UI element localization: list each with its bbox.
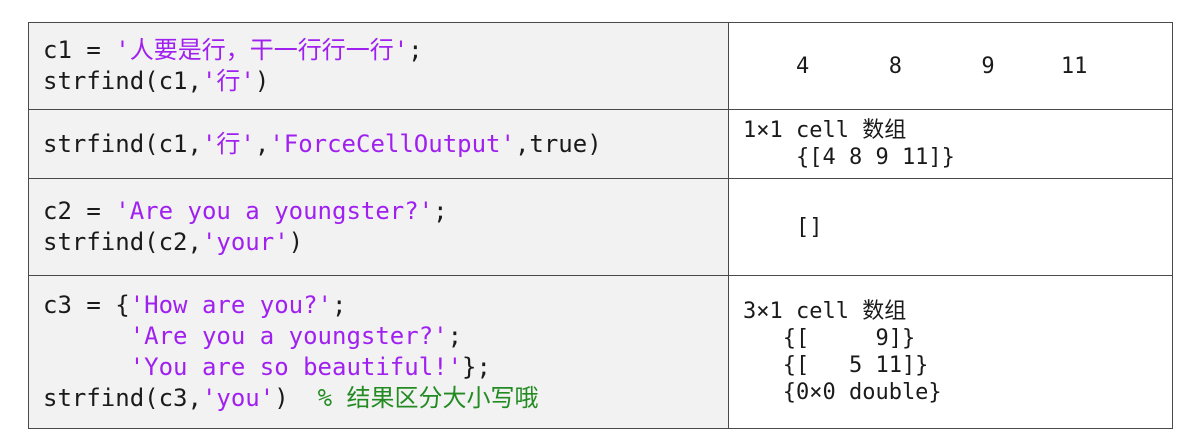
output-cell: 3×1 cell 数组 {[ 9]} {[ 5 11]} {0×0 double… [728, 275, 1173, 429]
table-body: c1 = '人要是行，干一行行一行';strfind(c1,'行') 4 8 9… [28, 22, 1173, 429]
code-token: ) [274, 384, 318, 412]
code-token: ; [332, 291, 347, 319]
table-row: c1 = '人要是行，干一行行一行';strfind(c1,'行') 4 8 9… [28, 22, 1173, 110]
output-block: 1×1 cell 数组 {[4 8 9 11]} [743, 117, 1172, 171]
output-line: [] [743, 214, 823, 240]
code-token: ; [433, 197, 448, 225]
code-token: ) [254, 67, 270, 95]
code-line: strfind(c1,'行','ForceCellOutput',true) [43, 129, 728, 160]
code-line: strfind(c3,'you') % 结果区分大小写哦 [43, 383, 728, 414]
string-literal: 'Are you a youngster?' [129, 322, 448, 350]
code-token: c1 = [43, 36, 116, 64]
code-token: ; [408, 36, 423, 64]
code-line: c2 = 'Are you a youngster?'; [43, 196, 728, 227]
code-token: strfind(c2, [43, 228, 202, 256]
code-token: strfind(c3, [43, 384, 202, 412]
output-block: 4 8 9 11 [743, 53, 1172, 80]
output-line: 3×1 cell 数组 [743, 299, 907, 324]
table-row: strfind(c1,'行','ForceCellOutput',true) 1… [28, 109, 1173, 179]
output-line: {0×0 double} [743, 380, 942, 405]
code-token: , [254, 129, 270, 158]
string-literal: 'you' [201, 384, 275, 412]
output-line: 1×1 cell 数组 [743, 118, 907, 143]
code-example-table-container: c1 = '人要是行，干一行行一行';strfind(c1,'行') 4 8 9… [28, 22, 1173, 430]
code-line: c3 = {'How are you?'; [43, 290, 728, 321]
table-row: c3 = {'How are you?'; 'Are you a youngst… [28, 275, 1173, 429]
code-token: ) [288, 228, 304, 256]
code-block: strfind(c1,'行','ForceCellOutput',true) [43, 129, 728, 160]
code-comment: % 结果区分大小写哦 [317, 384, 539, 412]
string-literal: 'You are so beautiful!' [129, 353, 463, 381]
code-example-table: c1 = '人要是行，干一行行一行';strfind(c1,'行') 4 8 9… [28, 22, 1173, 429]
code-cell: strfind(c1,'行','ForceCellOutput',true) [28, 109, 729, 179]
code-block: c3 = {'How are you?'; 'Are you a youngst… [43, 290, 728, 414]
code-line: strfind(c2,'your') [43, 227, 728, 258]
code-cell: c3 = {'How are you?'; 'Are you a youngst… [28, 275, 729, 429]
code-line: strfind(c1,'行') [43, 66, 728, 97]
output-line: {[4 8 9 11]} [743, 145, 955, 170]
table-row: c2 = 'Are you a youngster?';strfind(c2,'… [28, 178, 1173, 276]
code-token: strfind(c1, [43, 67, 202, 95]
output-cell: [] [728, 178, 1173, 276]
output-line: {[ 5 11]} [743, 353, 929, 378]
string-literal: 'ForceCellOutput' [269, 129, 515, 158]
string-literal: 'How are you?' [129, 291, 332, 319]
output-cell: 1×1 cell 数组 {[4 8 9 11]} [728, 109, 1173, 179]
output-cell: 4 8 9 11 [728, 22, 1173, 110]
code-cell: c1 = '人要是行，干一行行一行';strfind(c1,'行') [28, 22, 729, 110]
code-line: 'You are so beautiful!'}; [43, 352, 728, 383]
code-token: ; [447, 322, 463, 350]
string-literal: 'your' [201, 228, 289, 256]
code-block: c2 = 'Are you a youngster?';strfind(c2,'… [43, 196, 728, 258]
output-block: [] [743, 214, 1172, 241]
output-block: 3×1 cell 数组 {[ 9]} {[ 5 11]} {0×0 double… [743, 298, 1172, 406]
code-token [43, 353, 130, 381]
code-token: c2 = [43, 197, 116, 225]
code-line: c1 = '人要是行，干一行行一行'; [43, 35, 728, 66]
output-line: 4 8 9 11 [743, 53, 1088, 79]
code-line: 'Are you a youngster?'; [43, 321, 728, 352]
code-token: ,true) [514, 129, 602, 158]
string-literal: '行' [201, 129, 255, 158]
code-block: c1 = '人要是行，干一行行一行';strfind(c1,'行') [43, 35, 728, 97]
code-token: }; [462, 353, 491, 381]
string-literal: '人要是行，干一行行一行' [115, 36, 409, 64]
string-literal: '行' [201, 67, 255, 95]
code-token: c3 = { [43, 291, 130, 319]
code-token: strfind(c1, [43, 129, 202, 158]
code-token [43, 322, 130, 350]
code-cell: c2 = 'Are you a youngster?';strfind(c2,'… [28, 178, 729, 276]
string-literal: 'Are you a youngster?' [115, 197, 434, 225]
output-line: {[ 9]} [743, 326, 916, 351]
